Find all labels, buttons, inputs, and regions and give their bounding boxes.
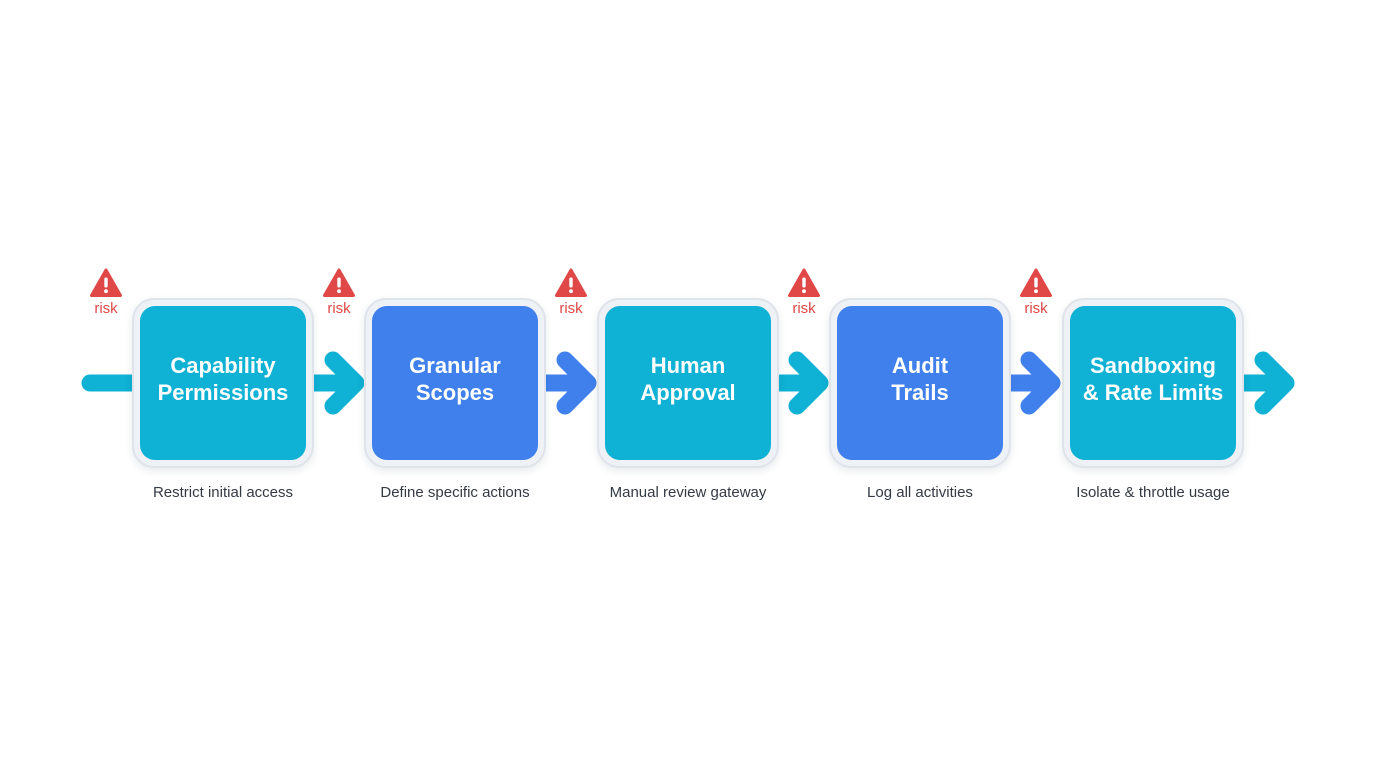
stage-human-approval: Human Approval — [597, 298, 779, 468]
stage-granular-scopes: Granular Scopes — [364, 298, 546, 468]
risk-label: risk — [792, 300, 816, 317]
stage-description: Isolate & throttle usage — [1076, 484, 1230, 501]
risk-marker: risk — [86, 268, 126, 320]
stage-title: Human Approval — [640, 353, 736, 405]
stage-description: Restrict initial access — [152, 484, 294, 501]
stage-title: Granular Scopes — [409, 353, 501, 405]
stage-box: Granular Scopes — [372, 306, 538, 460]
stage-box: Human Approval — [605, 306, 771, 460]
stage-description: Log all activities — [867, 484, 973, 501]
warning-icon — [90, 268, 122, 297]
stage-sandboxing-rate-limits: Sandboxing & Rate Limits — [1062, 298, 1244, 468]
risk-label: risk — [1024, 300, 1048, 317]
risk-label: risk — [559, 300, 583, 317]
stage-box: Capability Permissions — [140, 306, 306, 460]
warning-icon — [1020, 268, 1052, 297]
risk-marker: risk — [784, 268, 824, 320]
stage-capability-permissions: Capability Permissions — [132, 298, 314, 468]
stage-audit-trails: Audit Trails — [829, 298, 1011, 468]
warning-icon — [788, 268, 820, 297]
warning-icon — [555, 268, 587, 297]
stage-title: Capability Permissions — [157, 353, 289, 405]
stage-title: Audit Trails — [891, 353, 949, 405]
stage-box: Audit Trails — [837, 306, 1003, 460]
risk-marker: risk — [551, 268, 591, 320]
stage-description: Manual review gateway — [609, 484, 767, 501]
risk-marker: risk — [319, 268, 359, 320]
stage-box: Sandboxing & Rate Limits — [1070, 306, 1236, 460]
warning-icon — [323, 268, 355, 297]
risk-label: risk — [94, 300, 118, 317]
risk-label: risk — [327, 300, 351, 317]
stage-description: Define specific actions — [380, 484, 530, 501]
stage-title: Sandboxing & Rate Limits — [1082, 353, 1224, 405]
risk-marker: risk — [1016, 268, 1056, 320]
